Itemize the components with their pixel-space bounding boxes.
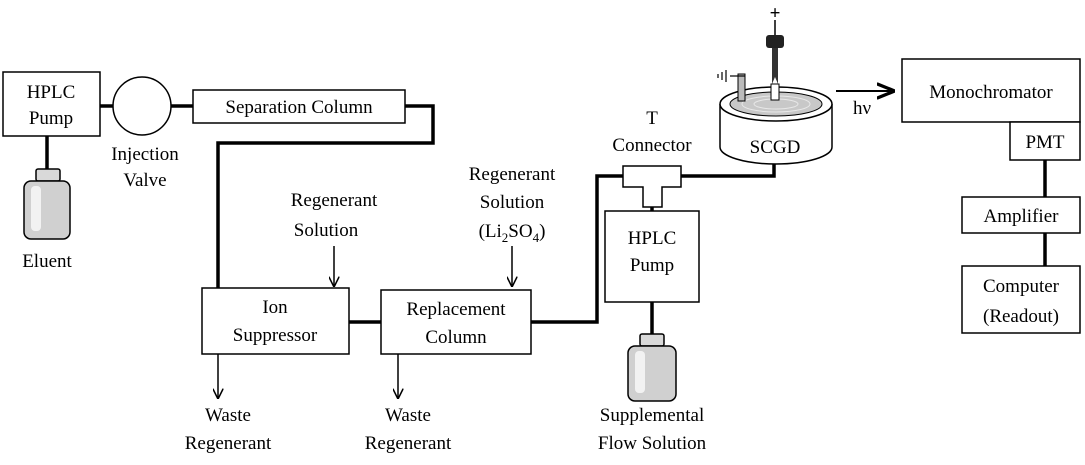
regenerant-2-line1: Regenerant	[469, 164, 556, 185]
eluent-bottle-icon	[23, 168, 71, 240]
ion-suppressor-line1: Ion	[262, 297, 288, 318]
pmt-label: PMT	[1025, 132, 1064, 153]
hplc-pump-left-line1: HPLC	[27, 82, 76, 103]
hv-label: hν	[853, 98, 872, 119]
hplc-pump-left: HPLC Pump	[2, 71, 101, 137]
separation-column-label: Separation Column	[225, 97, 373, 118]
t-connector-line2: Connector	[612, 135, 692, 156]
replacement-column-line1: Replacement	[406, 299, 506, 320]
regenerant-1-line1: Regenerant	[291, 190, 378, 211]
hplc-pump-right-line2: Pump	[630, 255, 674, 276]
hplc-pump-right-line1: HPLC	[628, 228, 677, 249]
hplc-pump-right: HPLC Pump	[604, 210, 700, 303]
waste-2-line1: Waste	[385, 405, 431, 426]
replacement-column: Replacement Column	[380, 289, 532, 355]
supplemental-bottle-icon	[627, 333, 677, 402]
replacement-column-line2: Column	[425, 327, 487, 348]
supplemental-line1: Supplemental	[600, 405, 704, 426]
computer: Computer (Readout)	[961, 265, 1081, 334]
amplifier-label: Amplifier	[984, 206, 1060, 227]
computer-line2: (Readout)	[983, 306, 1059, 327]
monochromator: Monochromator	[901, 58, 1081, 123]
regenerant-2-line2: Solution	[480, 192, 545, 213]
hplc-pump-left-line2: Pump	[29, 108, 73, 129]
t-connector-line1: T	[646, 108, 658, 129]
scgd-label: SCGD	[750, 137, 801, 158]
waste-2-line2: Regenerant	[365, 433, 452, 454]
injection-valve-line1: Injection	[111, 144, 179, 165]
waste-1-line1: Waste	[205, 405, 251, 426]
injection-valve-line2: Valve	[123, 170, 166, 191]
t-connector-icon	[622, 165, 682, 208]
regenerant-1-line2: Solution	[294, 220, 359, 241]
separation-column: Separation Column	[192, 89, 406, 124]
scgd-cell-icon	[717, 20, 833, 165]
monochromator-label: Monochromator	[929, 82, 1053, 103]
supplemental-line2: Flow Solution	[598, 433, 707, 454]
computer-line1: Computer	[983, 276, 1060, 297]
injection-valve	[112, 76, 172, 136]
eluent-label: Eluent	[22, 251, 72, 272]
waste-1-line2: Regenerant	[185, 433, 272, 454]
plus-sign: +	[770, 3, 781, 24]
fluid-tubing	[45, 104, 776, 334]
ion-suppressor: Ion Suppressor	[201, 287, 350, 355]
ion-suppressor-line2: Suppressor	[233, 325, 318, 346]
pmt: PMT	[1009, 121, 1081, 161]
regenerant-2-formula: (Li2SO4)	[479, 221, 546, 245]
amplifier: Amplifier	[961, 196, 1081, 234]
